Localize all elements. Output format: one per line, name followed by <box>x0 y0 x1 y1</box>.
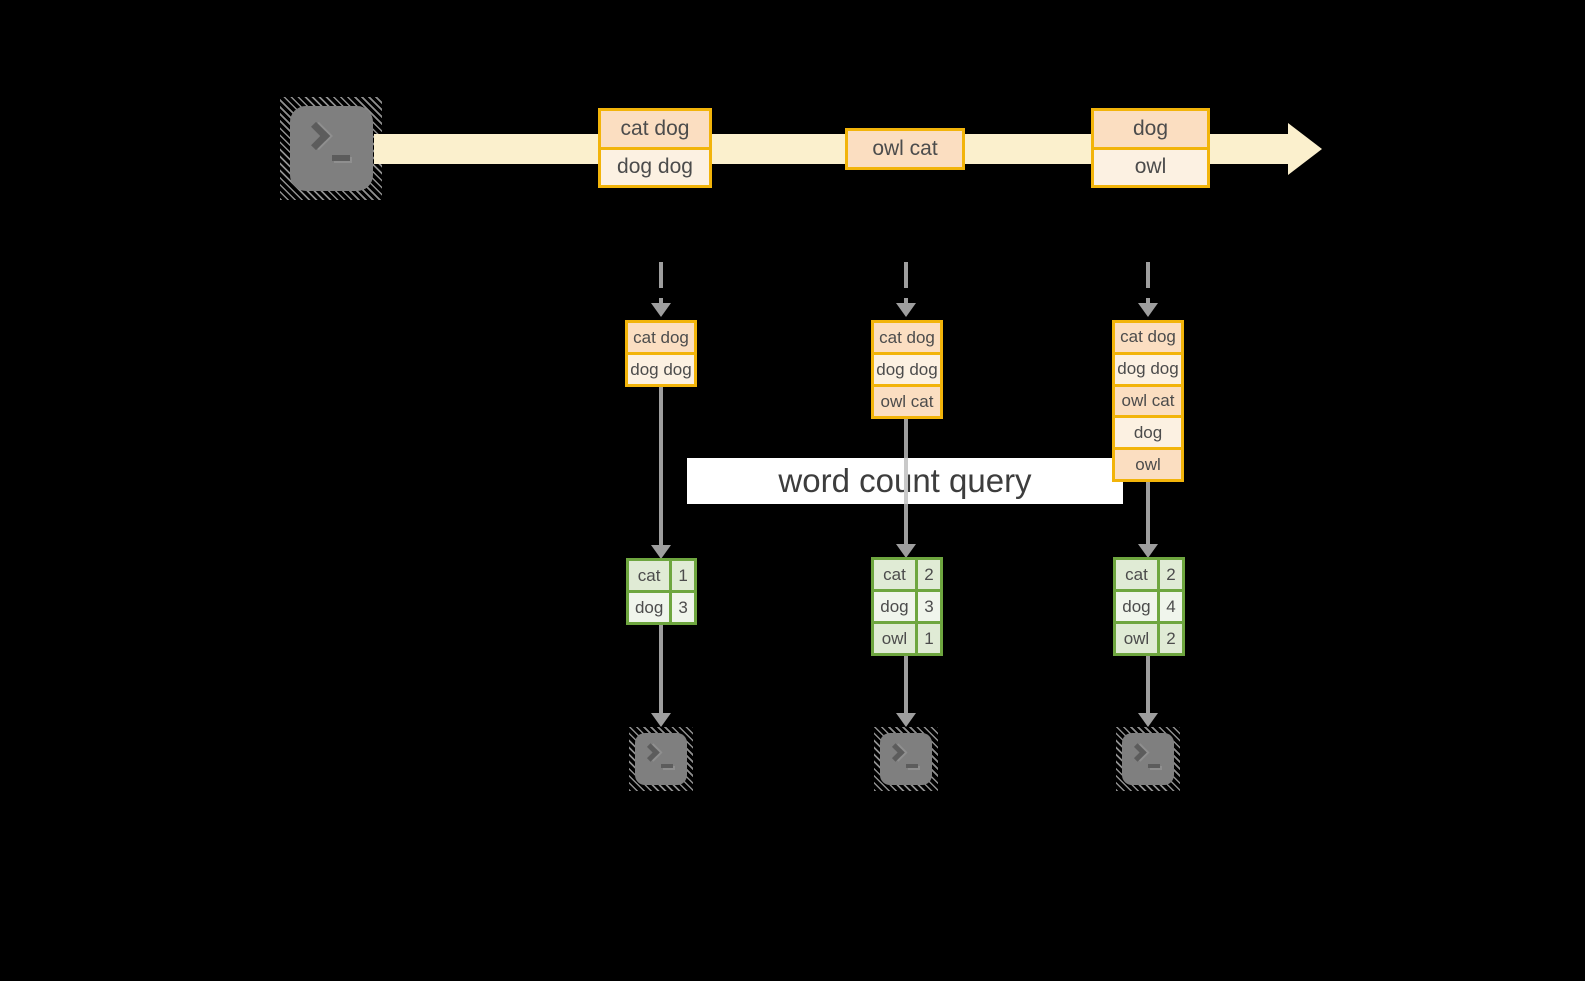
count-cell: 3 <box>917 592 940 621</box>
table-arrowhead-icon <box>651 545 671 559</box>
table-row: dog 3 <box>629 590 694 622</box>
count-cell: 1 <box>917 624 940 653</box>
table-row: cat 2 <box>1116 560 1182 589</box>
table-row: dog 3 <box>874 589 940 621</box>
sink-arrowhead-icon <box>896 713 916 727</box>
word-cell: dog <box>1116 592 1160 621</box>
prompt-underscore-icon <box>906 764 918 768</box>
count-cell: 4 <box>1159 592 1182 621</box>
state-line: dog <box>1115 415 1181 448</box>
word-cell: owl <box>1116 624 1160 653</box>
line-through-banner <box>904 458 908 504</box>
count-cell: 3 <box>672 593 694 622</box>
sink-arrow-2 <box>904 656 908 713</box>
count-cell: 1 <box>672 561 694 590</box>
accumulated-state-2: cat dog dog dog owl cat <box>871 320 943 419</box>
event-line: owl cat <box>848 131 962 167</box>
state-line: dog dog <box>874 352 940 384</box>
state-line: dog dog <box>628 352 694 384</box>
state-line: cat dog <box>874 323 940 352</box>
stream-arrowhead-icon <box>1288 123 1322 175</box>
table-arrowhead-icon <box>1138 544 1158 558</box>
prompt-chevron-icon <box>1128 743 1147 762</box>
count-cell: 2 <box>917 560 940 589</box>
state-line: owl <box>1115 447 1181 479</box>
stream-event-batch-2: owl cat <box>845 128 965 170</box>
ingest-arrow-3 <box>1146 262 1150 303</box>
state-to-table-line-3 <box>1146 482 1150 544</box>
count-table-1: cat 1 dog 3 <box>626 558 697 625</box>
count-table-3: cat 2 dog 4 owl 2 <box>1113 557 1185 656</box>
ingest-arrowhead-icon <box>896 303 916 317</box>
prompt-underscore-icon <box>332 155 350 161</box>
table-row: owl 1 <box>874 621 940 653</box>
ingest-arrow-1 <box>659 262 663 303</box>
sink-terminal-icon <box>629 727 693 791</box>
count-table-2: cat 2 dog 3 owl 1 <box>871 557 943 656</box>
prompt-chevron-icon <box>886 743 905 762</box>
word-cell: cat <box>629 561 673 590</box>
event-line: cat dog <box>601 111 709 147</box>
table-arrowhead-icon <box>896 544 916 558</box>
state-line: cat dog <box>1115 323 1181 352</box>
stream-event-batch-3: dog owl <box>1091 108 1210 188</box>
count-cell: 2 <box>1159 560 1182 589</box>
sink-arrow-3 <box>1146 656 1150 713</box>
ingest-arrowhead-icon <box>651 303 671 317</box>
terminal-screen <box>290 106 373 191</box>
sink-arrowhead-icon <box>1138 713 1158 727</box>
accumulated-state-1: cat dog dog dog <box>625 320 697 387</box>
accumulated-state-3: cat dog dog dog owl cat dog owl <box>1112 320 1184 482</box>
word-cell: cat <box>1116 560 1160 589</box>
prompt-underscore-icon <box>661 764 673 768</box>
word-cell: dog <box>874 592 918 621</box>
prompt-underscore-icon <box>1148 764 1160 768</box>
count-cell: 2 <box>1159 624 1182 653</box>
table-row: cat 2 <box>874 560 940 589</box>
event-line: owl <box>1094 146 1207 185</box>
state-line: cat dog <box>628 323 694 352</box>
word-cell: owl <box>874 624 918 653</box>
stream-event-batch-1: cat dog dog dog <box>598 108 712 188</box>
prompt-chevron-icon <box>301 121 331 151</box>
event-line: dog <box>1094 111 1207 147</box>
state-line: dog dog <box>1115 351 1181 384</box>
state-to-table-line-1 <box>659 387 663 545</box>
source-terminal-icon <box>280 97 382 200</box>
state-line: owl cat <box>874 384 940 416</box>
sink-arrow-1 <box>659 625 663 713</box>
sink-arrowhead-icon <box>651 713 671 727</box>
ingest-arrow-2 <box>904 262 908 303</box>
event-line: dog dog <box>601 146 709 185</box>
word-cell: dog <box>629 593 673 622</box>
table-row: dog 4 <box>1116 589 1182 621</box>
sink-terminal-icon <box>1116 727 1180 791</box>
table-row: cat 1 <box>629 561 694 590</box>
word-cell: cat <box>874 560 918 589</box>
prompt-chevron-icon <box>641 743 660 762</box>
ingest-arrowhead-icon <box>1138 303 1158 317</box>
sink-terminal-icon <box>874 727 938 791</box>
table-row: owl 2 <box>1116 621 1182 653</box>
state-line: owl cat <box>1115 383 1181 416</box>
